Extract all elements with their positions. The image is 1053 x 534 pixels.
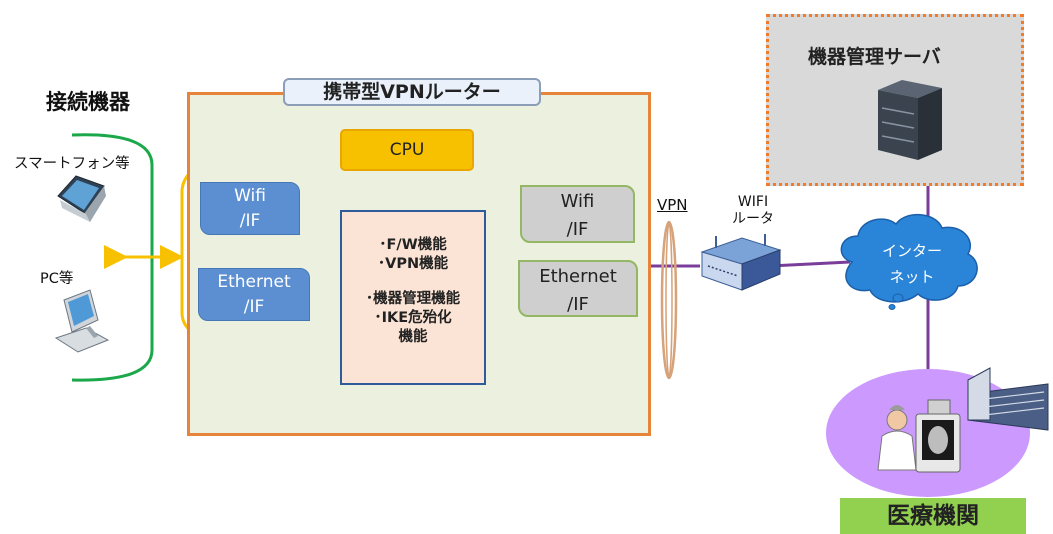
hospital-building-icon	[967, 367, 1049, 431]
internet-label: インター ネット	[872, 238, 952, 290]
pc-label: PC等	[40, 271, 74, 287]
smartphone-icon	[57, 175, 106, 222]
hospital-area	[826, 369, 1030, 497]
function-ike-suffix: 機能	[398, 329, 428, 345]
hospital-label: 医療機関	[840, 498, 1026, 534]
function-box: ･F/W機能 ･VPN機能 ･機器管理機能 ･IKE危殆化 機能	[340, 210, 486, 385]
function-fw: ･F/W機能	[379, 237, 447, 253]
right-ethernet-if-label: /IF	[567, 294, 589, 315]
cpu-box: CPU	[340, 129, 474, 171]
wifi-router-label: WIFI ルータ	[725, 194, 781, 228]
left-wifi-interface: Wifi /IF	[200, 182, 300, 235]
internet-label-line2: ネット	[889, 268, 935, 286]
wifi-router-icon	[700, 234, 782, 291]
left-ethernet-label: Ethernet	[217, 272, 291, 292]
right-wifi-interface: Wifi /IF	[520, 185, 635, 243]
left-wifi-if-label: /IF	[239, 211, 261, 231]
function-vpn: ･VPN機能	[377, 256, 449, 272]
router-title: 携帯型VPNルーター	[283, 78, 541, 106]
server-icon-overlay	[878, 80, 942, 160]
devices-title: 接続機器	[46, 90, 130, 114]
function-device-management: ･機器管理機能	[365, 291, 461, 307]
doctor-icon	[877, 405, 917, 471]
wifi-router-label-line2: ルータ	[732, 211, 774, 227]
pc-icon	[54, 289, 110, 353]
right-wifi-label: Wifi	[560, 191, 595, 212]
vpn-label: VPN	[657, 196, 688, 214]
left-wifi-label: Wifi	[234, 186, 266, 206]
wifi-router-label-line1: WIFI	[737, 194, 769, 210]
function-ike: ･IKE危殆化	[374, 310, 452, 326]
internet-label-line1: インター	[881, 242, 942, 260]
right-ethernet-interface: Ethernet /IF	[518, 260, 638, 317]
left-ethernet-if-label: /IF	[243, 297, 265, 317]
smartphone-label: スマートフォン等	[14, 156, 130, 172]
right-ethernet-label: Ethernet	[539, 266, 617, 287]
xray-machine-icon	[915, 399, 961, 473]
management-server-title: 機器管理サーバ	[808, 46, 941, 68]
vpn-tunnel	[660, 220, 678, 380]
right-wifi-if-label: /IF	[566, 219, 589, 240]
left-ethernet-interface: Ethernet /IF	[198, 268, 310, 321]
